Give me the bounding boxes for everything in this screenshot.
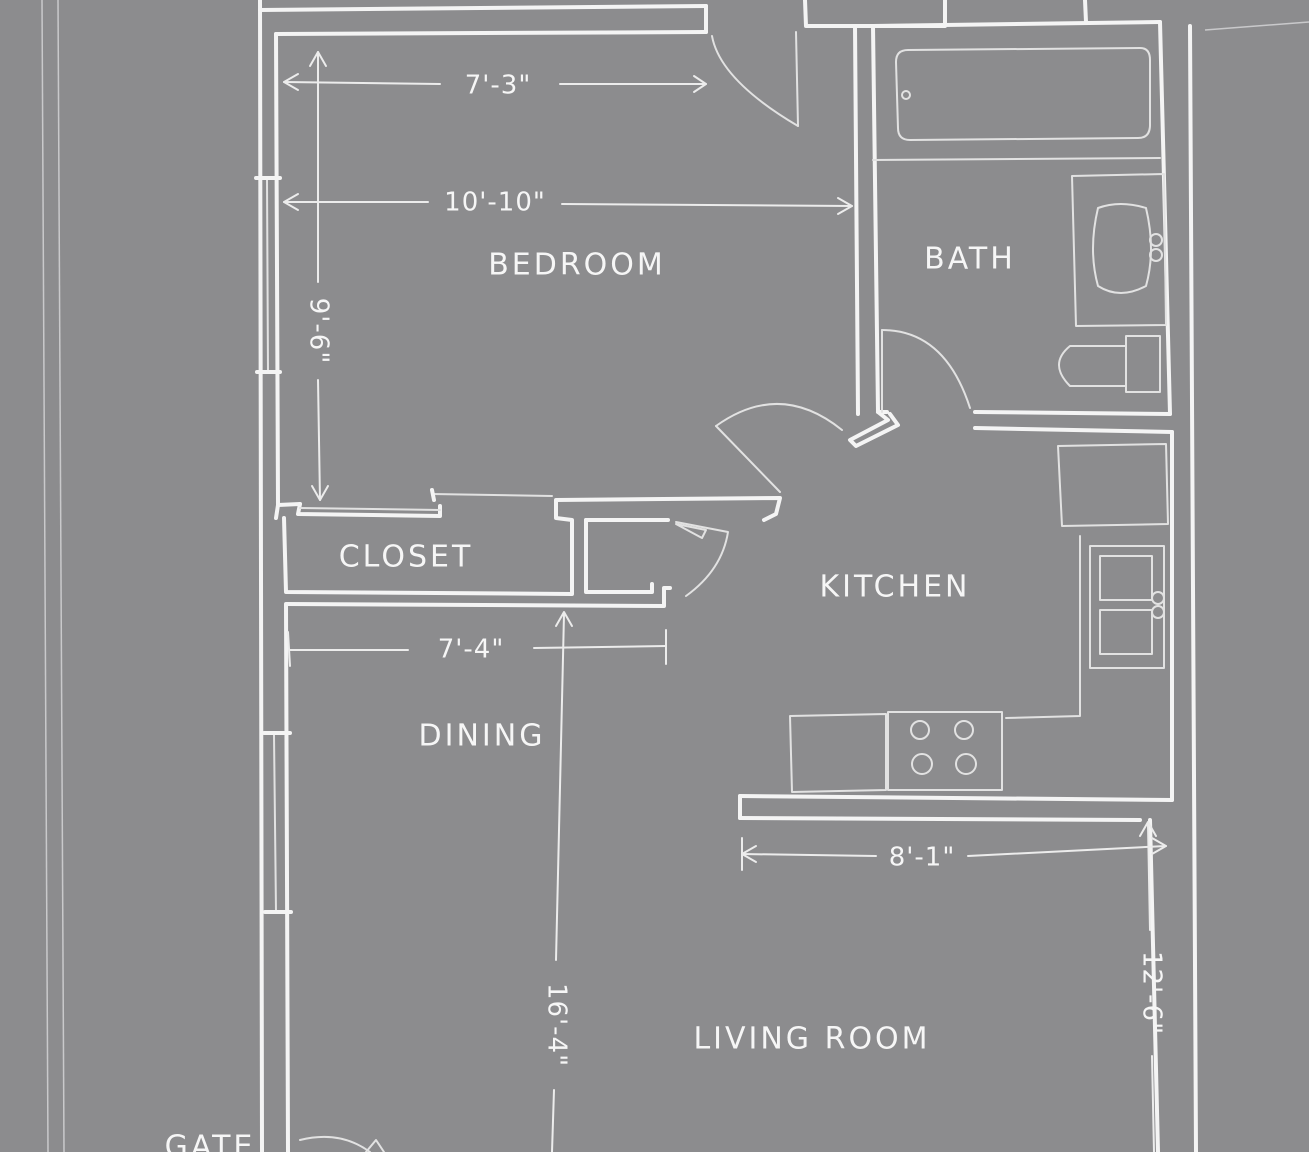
dim-label-bedroom-depth: 9'-6" <box>304 298 334 365</box>
dimension-lines <box>283 51 1167 1152</box>
room-label-bedroom: BEDROOM <box>488 248 666 283</box>
room-label-gate: GATE <box>165 1130 256 1152</box>
bedroom-door <box>711 31 799 127</box>
exterior-walls <box>254 0 1198 1152</box>
dim-label-bedroom-upper: 7'-3" <box>465 71 532 101</box>
kitchen-fixtures <box>738 430 1174 1152</box>
dim-label-living-depth: 12'-6" <box>1137 951 1167 1035</box>
room-label-bath: BATH <box>924 242 1016 277</box>
room-label-kitchen: KITCHEN <box>820 570 971 605</box>
paper-guides <box>41 0 1309 1152</box>
dim-label-kitchen-width: 8'-1" <box>889 843 956 873</box>
room-label-dining: DINING <box>419 719 546 754</box>
interior-walls <box>274 402 843 608</box>
dim-label-dining-width: 7'-4" <box>438 635 505 665</box>
room-label-closet: CLOSET <box>339 540 474 575</box>
dim-label-bedroom-width: 10'-10" <box>444 188 546 218</box>
bath-fixtures <box>848 24 1174 448</box>
dim-label-dining-living-depth: 16'-4" <box>542 983 572 1067</box>
room-label-living: LIVING ROOM <box>693 1022 930 1057</box>
gate-door <box>299 1135 385 1152</box>
